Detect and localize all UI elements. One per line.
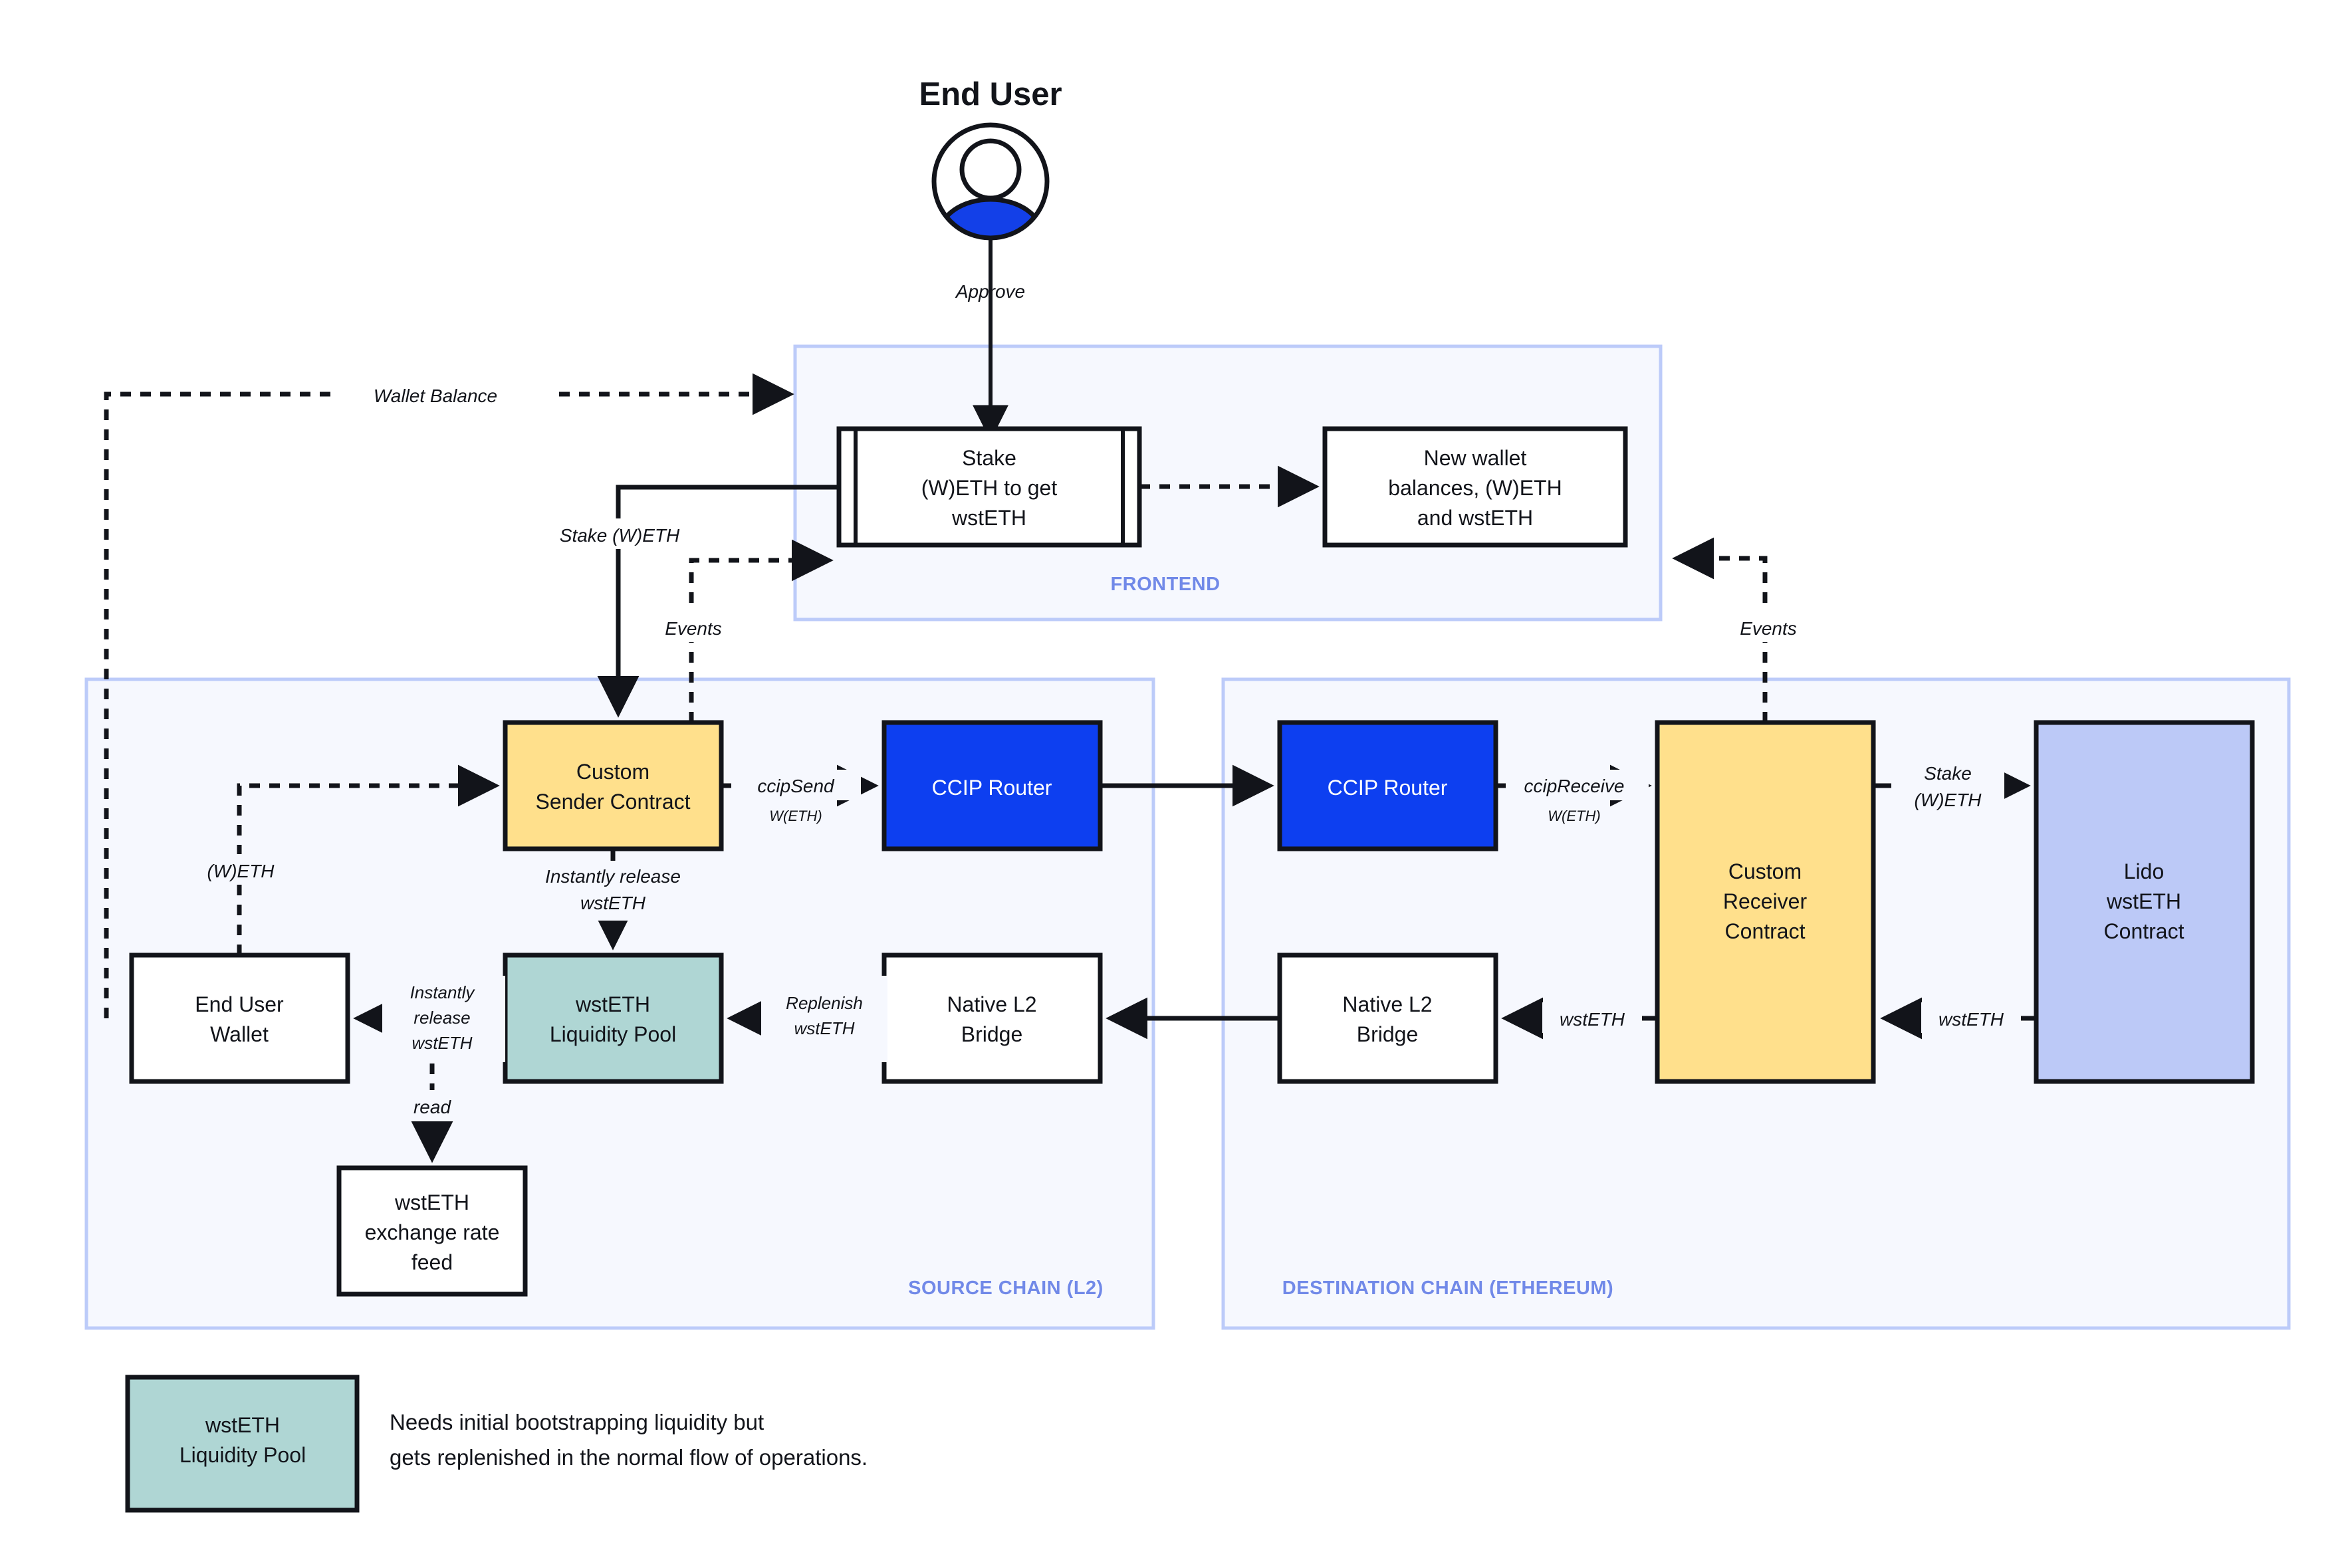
node-label-line-1: Stake xyxy=(962,446,1016,470)
node-label-line-1: Custom xyxy=(1728,859,1802,883)
node-lido-wsteth-contract[interactable]: Lido wstETH Contract xyxy=(2034,720,2255,1084)
edge-stake-weth-to-lido: Stake (W)ETH xyxy=(1873,758,2031,818)
edge-ccip-receive: ccipReceive W(ETH) xyxy=(1496,764,1652,824)
node-label-line-3: feed xyxy=(411,1250,453,1274)
legend-swatch-label-line-1: wstETH xyxy=(205,1413,280,1437)
edge-approve: Approve xyxy=(955,239,1025,441)
zone-label-frontend: FRONTEND xyxy=(1110,574,1220,595)
edge-label-instantly-release-line-1: Instantly release xyxy=(545,866,681,887)
edge-label-ccip-send: ccipSend xyxy=(757,776,835,796)
node-label-line-3: and wstETH xyxy=(1417,506,1533,530)
node-ccip-router-source[interactable]: CCIP Router xyxy=(881,720,1103,851)
node-custom-receiver-contract[interactable]: Custom Receiver Contract xyxy=(1655,720,1876,1084)
edge-label-events-destination: Events xyxy=(1740,618,1797,639)
edge-instantly-release-sender-to-pool: Instantly release wstETH xyxy=(525,849,701,951)
node-label-line-1: CCIP Router xyxy=(932,776,1052,800)
edge-label-wsteth-receiver-bridge: wstETH xyxy=(1560,1009,1625,1030)
node-label-line-2: exchange rate xyxy=(365,1220,500,1244)
edge-label-stake-weth: Stake (W)ETH xyxy=(560,525,680,546)
edge-events-source: Events xyxy=(638,539,834,723)
node-label-line-2: Bridge xyxy=(1357,1022,1419,1046)
edge-stake-weth: Stake (W)ETH xyxy=(545,485,839,718)
node-label-line-2: Liquidity Pool xyxy=(550,1022,676,1046)
legend-swatch xyxy=(125,1375,360,1513)
node-new-wallet-balances[interactable]: New wallet balances, (W)ETH and wstETH xyxy=(1322,426,1628,548)
edge-ccip-send: ccipSend W(ETH) xyxy=(721,764,879,824)
node-label-line-1: CCIP Router xyxy=(1328,776,1448,800)
node-stake-weth-frontend[interactable]: Stake (W)ETH to get wstETH xyxy=(836,426,1142,548)
edge-label-instantly-release-2-line-2: release xyxy=(413,1008,470,1028)
edge-events-destination: Events xyxy=(1672,537,1823,723)
edge-label-read: read xyxy=(413,1097,451,1117)
edge-replenish-wsteth: Replenish wstETH xyxy=(727,976,887,1062)
node-native-l2-bridge-source[interactable]: Native L2 Bridge xyxy=(881,952,1103,1084)
node-custom-sender-contract[interactable]: Custom Sender Contract xyxy=(503,720,724,851)
edge-label-instantly-release-2-line-3: wstETH xyxy=(412,1033,473,1053)
edge-wsteth-lido-to-receiver: wstETH xyxy=(1880,997,2036,1040)
page-title: End User xyxy=(919,76,1062,112)
node-end-user-wallet[interactable]: End User Wallet xyxy=(129,952,350,1084)
node-ccip-router-destination[interactable]: CCIP Router xyxy=(1277,720,1498,851)
node-label-line-1: Native L2 xyxy=(947,992,1036,1016)
zone-label-destination-chain: DESTINATION CHAIN (ETHEREUM) xyxy=(1282,1278,1613,1299)
edge-label-weth: (W)ETH xyxy=(207,861,275,881)
legend-note-line-2: gets replenished in the normal flow of o… xyxy=(390,1445,868,1470)
edge-instantly-release-pool-to-wallet: Instantly release wstETH xyxy=(353,976,505,1062)
edge-weth-wallet-to-sender: (W)ETH xyxy=(183,764,500,955)
edge-wsteth-receiver-to-bridge: wstETH xyxy=(1501,997,1657,1040)
edge-label-replenish-line-1: Replenish xyxy=(786,993,863,1013)
node-label-line-1: Lido xyxy=(2124,859,2165,883)
node-label-line-3: Contract xyxy=(2104,919,2184,943)
node-label-line-2: Sender Contract xyxy=(535,790,690,814)
node-label-line-2: Receiver xyxy=(1723,889,1808,913)
node-label-line-1: Custom xyxy=(576,760,649,784)
edge-label-approve: Approve xyxy=(955,281,1025,302)
zone-label-source-chain: SOURCE CHAIN (L2) xyxy=(908,1278,1104,1299)
legend-swatch-label-line-2: Liquidity Pool xyxy=(179,1443,306,1467)
node-label-line-1: New wallet xyxy=(1424,446,1527,470)
node-label-line-1: End User xyxy=(195,992,284,1016)
edge-label-ccip-send-sub: W(ETH) xyxy=(769,808,822,824)
edge-label-stake-lido-line-1: Stake xyxy=(1924,763,1972,784)
legend-note-line-1: Needs initial bootstrapping liquidity bu… xyxy=(390,1410,764,1434)
edge-label-instantly-release-line-2: wstETH xyxy=(580,893,646,913)
edge-wallet-balance: Wallet Balance xyxy=(104,373,794,1018)
edge-label-events-source: Events xyxy=(665,618,722,639)
edge-label-instantly-release-2-line-1: Instantly xyxy=(410,982,476,1002)
node-label-line-2: balances, (W)ETH xyxy=(1388,476,1562,500)
user-avatar-icon xyxy=(931,122,1050,241)
node-label-line-2: (W)ETH to get xyxy=(921,476,1058,500)
node-label-line-2: Wallet xyxy=(210,1022,269,1046)
node-label-line-1: wstETH xyxy=(575,992,650,1016)
node-label-line-2: Bridge xyxy=(961,1022,1023,1046)
node-label-line-3: wstETH xyxy=(951,506,1026,530)
node-label-line-1: Native L2 xyxy=(1342,992,1432,1016)
node-label-line-2: wstETH xyxy=(2106,889,2181,913)
edge-label-stake-lido-line-2: (W)ETH xyxy=(1914,790,1982,810)
node-native-l2-bridge-destination[interactable]: Native L2 Bridge xyxy=(1277,952,1498,1084)
node-wsteth-liquidity-pool[interactable]: wstETH Liquidity Pool xyxy=(503,952,724,1084)
edge-label-ccip-receive-sub: W(ETH) xyxy=(1548,808,1600,824)
edge-read-feed: read xyxy=(389,1064,475,1163)
node-label-line-3: Contract xyxy=(1725,919,1806,943)
edge-label-ccip-receive: ccipReceive xyxy=(1524,776,1625,796)
legend: wstETH Liquidity Pool Needs initial boot… xyxy=(125,1375,868,1513)
node-wsteth-exchange-rate-feed[interactable]: wstETH exchange rate feed xyxy=(336,1165,528,1297)
edge-label-replenish-line-2: wstETH xyxy=(794,1018,855,1038)
end-user-actor: End User xyxy=(919,76,1062,241)
node-label-line-1: wstETH xyxy=(394,1190,469,1214)
edge-label-wallet-balance: Wallet Balance xyxy=(374,386,497,406)
edge-label-wsteth-lido-receiver: wstETH xyxy=(1938,1009,2004,1030)
